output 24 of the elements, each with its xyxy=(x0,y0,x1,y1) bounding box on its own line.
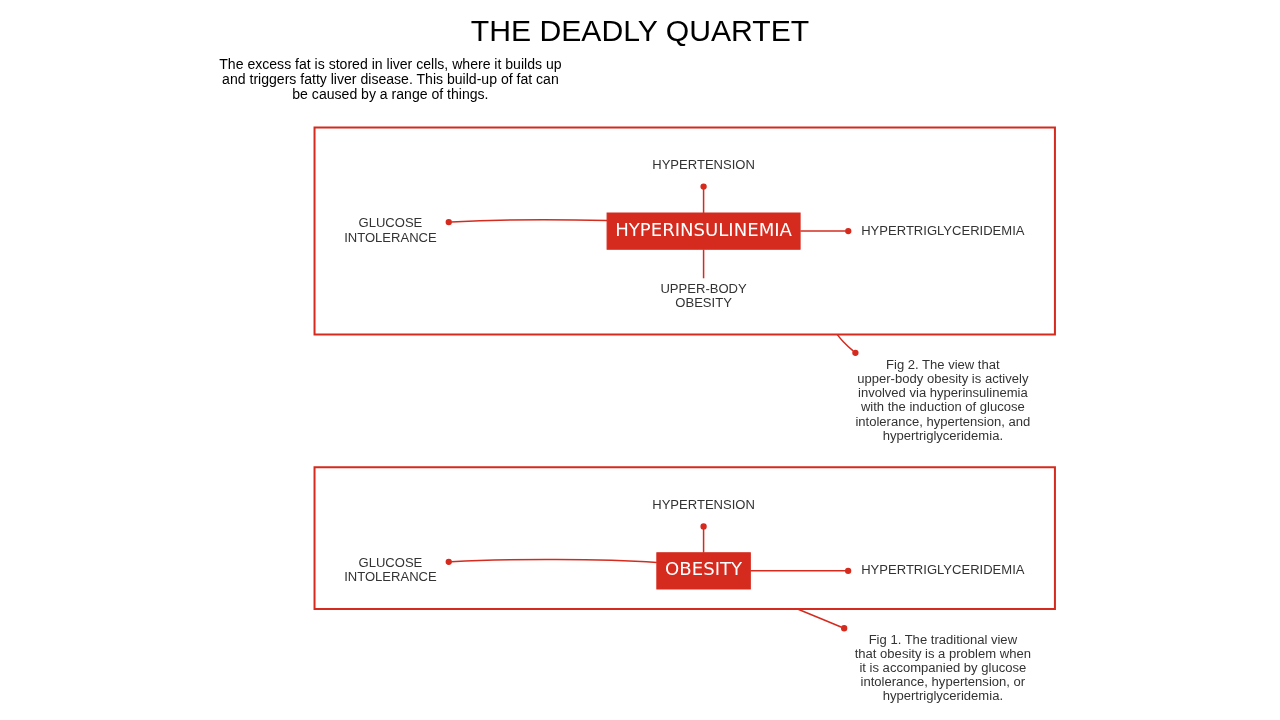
node-box: OBESITY xyxy=(656,552,751,590)
node-box: HYPERINSULINEMIA xyxy=(606,212,801,250)
node-text: HYPERTRIGLYCERIDEMIA xyxy=(861,562,1025,578)
node-text: HYPERTRIGLYCERIDEMIA xyxy=(861,222,1025,238)
connector xyxy=(445,218,608,226)
connector xyxy=(702,248,705,280)
connector xyxy=(700,523,707,554)
cluster xyxy=(313,126,1056,336)
label: The excess fat is stored in liver cells, where it builds up and triggers fatty liver disease. This build-up of fat can be caused by a range of things. xyxy=(219,55,562,103)
diagram-title: THE DEADLY QUARTET xyxy=(470,13,810,47)
connector xyxy=(749,567,852,575)
node-text: HYPERTENSION xyxy=(652,157,755,173)
connector xyxy=(700,183,707,214)
node-text: GLUCOSE INTOLERANCE xyxy=(344,215,437,245)
connector xyxy=(445,558,658,566)
connector xyxy=(799,227,852,235)
node-text: UPPER-BODY OBESITY xyxy=(660,280,747,310)
node-text: HYPERTENSION xyxy=(652,496,755,512)
connector xyxy=(796,608,848,632)
connector xyxy=(836,333,859,356)
node-text: GLUCOSE INTOLERANCE xyxy=(344,555,437,585)
node-text: Fig 2. The view that upper-body obesity is actively involved via hyperinsulinemia with the induction of glucose intolerance, hypertension, and hypertriglyceridemia. xyxy=(855,357,1031,443)
node-text: Fig 1. The traditional view that obesity is a problem when it is accompanied by glucose intolerance, hypertension, or hypertriglyceridemia. xyxy=(854,631,1031,703)
cluster xyxy=(313,466,1056,611)
